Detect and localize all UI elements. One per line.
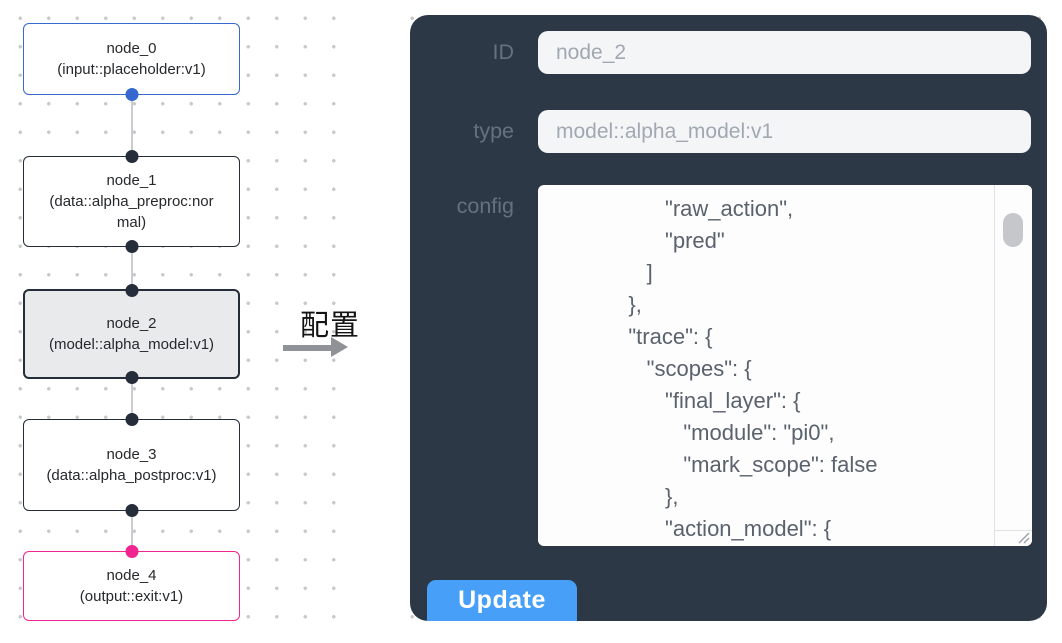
config-textarea[interactable]: "raw_action", "pred" ] }, "trace": { "sc… xyxy=(538,185,1032,546)
node-output-handle[interactable] xyxy=(125,371,138,384)
node-name: node_0 xyxy=(106,40,157,57)
node-name: node_2 xyxy=(106,315,157,332)
node-type: (data::alpha_preproc:normal) xyxy=(49,193,214,231)
config-annotation-label: 配置 xyxy=(299,310,360,342)
edge-line xyxy=(125,95,139,156)
node-type: (input::placeholder:v1) xyxy=(57,61,206,78)
node-type: (data::alpha_postproc:v1) xyxy=(46,467,217,484)
edge-line xyxy=(125,511,139,551)
resize-handle-icon xyxy=(1018,532,1030,544)
config-label: config xyxy=(456,194,514,218)
update-button[interactable]: Update xyxy=(427,580,577,621)
node-name: node_3 xyxy=(106,446,157,463)
node-graph-canvas: node_0 (input::placeholder:v1) node_1 (d… xyxy=(23,23,240,621)
node-output-handle[interactable] xyxy=(125,504,138,517)
node-input-handle[interactable] xyxy=(125,413,138,426)
id-input[interactable] xyxy=(538,31,1031,74)
node-input-handle[interactable] xyxy=(125,150,138,163)
scrollbar-thumb[interactable] xyxy=(1003,213,1023,247)
node-type: (output::exit:v1) xyxy=(79,588,184,605)
config-panel: ID type config "raw_action", "pred" ] },… xyxy=(410,15,1047,621)
node-input-handle[interactable] xyxy=(125,545,138,558)
id-label: ID xyxy=(492,40,515,64)
node-name: node_1 xyxy=(106,172,157,189)
arrow-right-icon xyxy=(283,337,349,358)
type-input[interactable] xyxy=(538,110,1031,153)
graph-node-4[interactable]: node_4 (output::exit:v1) xyxy=(23,545,240,621)
config-json-text: "raw_action", "pred" ] }, "trace": { "sc… xyxy=(628,196,878,541)
node-output-handle[interactable] xyxy=(125,88,138,101)
type-label: type xyxy=(473,119,514,143)
node-output-handle[interactable] xyxy=(125,240,138,253)
resize-corner[interactable] xyxy=(994,530,1032,546)
edge-line xyxy=(125,379,139,419)
node-name: node_4 xyxy=(106,567,157,584)
graph-node-1[interactable]: node_1 (data::alpha_preproc:normal) xyxy=(23,150,240,253)
graph-node-2[interactable]: node_2 (model::alpha_model:v1) xyxy=(23,284,240,384)
node-input-handle[interactable] xyxy=(125,284,138,297)
edge-line xyxy=(125,247,139,289)
graph-node-3[interactable]: node_3 (data::alpha_postproc:v1) xyxy=(23,413,240,517)
graph-node-0[interactable]: node_0 (input::placeholder:v1) xyxy=(23,23,240,101)
node-type: (model::alpha_model:v1) xyxy=(48,336,215,353)
